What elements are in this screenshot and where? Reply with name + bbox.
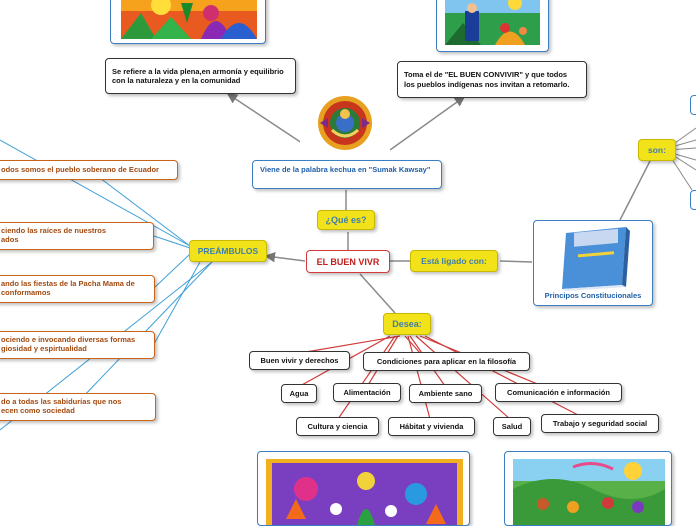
desea-item-text: Trabajo y seguridad social bbox=[552, 419, 648, 428]
preambulo-item-1-text: odos somos el pueblo soberano de Ecuador bbox=[1, 164, 159, 174]
preambulo-item-3[interactable]: ando las fiestas de la Pacha Mama de con… bbox=[0, 275, 155, 303]
preambulo-item-2-text: ciendo las raíces de nuestros ados bbox=[1, 226, 107, 244]
desea-item-text: Condiciones para aplicar en la filosofía bbox=[376, 357, 517, 366]
line-ligado-principios bbox=[499, 260, 533, 263]
toma-box[interactable]: Toma el de "EL BUEN CONVIVIR" y que todo… bbox=[397, 61, 587, 98]
preambulos-node[interactable]: PREÁMBULOS bbox=[189, 240, 267, 262]
desea-item-trabajo[interactable]: Trabajo y seguridad social bbox=[541, 414, 659, 433]
desea-item-buen-vivir[interactable]: Buen vivir y derechos bbox=[249, 351, 350, 370]
preambulos-label: PREÁMBULOS bbox=[197, 246, 259, 256]
central-topic[interactable]: EL BUEN VIVR bbox=[306, 250, 390, 273]
origen-box[interactable]: Viene de la palabra kechua en "Sumak Kaw… bbox=[252, 160, 442, 189]
que-es-node[interactable]: ¿Qué es? bbox=[317, 210, 375, 230]
preambulo-item-4[interactable]: ociendo e invocando diversas formas gios… bbox=[0, 331, 155, 359]
art-image-top-left bbox=[110, 0, 266, 44]
desea-item-text: Comunicación e información bbox=[507, 388, 610, 397]
ligado-label: Está ligado con: bbox=[421, 256, 487, 266]
line-principios-son bbox=[619, 160, 651, 221]
art-image-bottom-center bbox=[257, 451, 470, 526]
son-child-2[interactable] bbox=[690, 190, 696, 210]
constitution-book-icon bbox=[562, 227, 630, 291]
desea-node[interactable]: Desea: bbox=[383, 313, 431, 335]
desea-item-text: Agua bbox=[289, 389, 309, 398]
son-child-1[interactable] bbox=[690, 95, 696, 115]
se-refiere-text: Se refiere a la vida plena,en armonía y … bbox=[112, 66, 284, 85]
preambulo-item-5-text: do a todas las sabidurías que nos ecen c… bbox=[1, 397, 122, 415]
art-image-bottom-right bbox=[504, 451, 672, 526]
desea-item-ambiente[interactable]: Ambiente sano bbox=[409, 384, 482, 403]
desea-item-condiciones[interactable]: Condiciones para aplicar en la filosofía bbox=[363, 352, 530, 371]
desea-item-text: Buen vivir y derechos bbox=[260, 356, 339, 365]
preambulo-item-3-text: ando las fiestas de la Pacha Mama de con… bbox=[1, 279, 135, 297]
preambulo-item-1[interactable]: odos somos el pueblo soberano de Ecuador bbox=[0, 160, 178, 180]
art-image-top-right bbox=[436, 0, 549, 52]
desea-item-text: Ambiente sano bbox=[418, 389, 473, 398]
desea-item-text: Alimentación bbox=[343, 388, 391, 397]
preambulo-item-5[interactable]: do a todas las sabidurías que nos ecen c… bbox=[0, 393, 156, 421]
line-origen-toma bbox=[389, 96, 466, 151]
se-refiere-box[interactable]: Se refiere a la vida plena,en armonía y … bbox=[105, 58, 296, 94]
preambulo-item-2[interactable]: ciendo las raíces de nuestros ados bbox=[0, 222, 154, 250]
desea-item-alimentacion[interactable]: Alimentación bbox=[333, 383, 401, 402]
ligado-node[interactable]: Está ligado con: bbox=[410, 250, 498, 272]
central-topic-label: EL BUEN VIVR bbox=[316, 256, 380, 267]
line-center-desea bbox=[359, 273, 396, 314]
buen-vivir-logo bbox=[300, 90, 390, 156]
desea-label: Desea: bbox=[392, 319, 422, 329]
desea-item-text: Cultura y ciencia bbox=[307, 422, 368, 431]
son-node[interactable]: son: bbox=[638, 139, 676, 161]
desea-item-comunicacion[interactable]: Comunicación e información bbox=[495, 383, 622, 402]
desea-item-salud[interactable]: Salud bbox=[493, 417, 531, 436]
line-center-preambulos bbox=[264, 251, 306, 263]
toma-text: Toma el de "EL BUEN CONVIVIR" y que todo… bbox=[404, 70, 570, 89]
que-es-label: ¿Qué es? bbox=[325, 215, 367, 225]
origen-text: Viene de la palabra kechua en "Sumak Kaw… bbox=[260, 165, 431, 174]
desea-item-agua[interactable]: Agua bbox=[281, 384, 317, 403]
principios-box[interactable]: Principos Constitucionales bbox=[533, 220, 653, 306]
desea-item-habitat[interactable]: Hábitat y vivienda bbox=[388, 417, 475, 436]
desea-item-cultura[interactable]: Cultura y ciencia bbox=[296, 417, 379, 436]
son-label: son: bbox=[648, 145, 666, 155]
preambulo-item-4-text: ociendo e invocando diversas formas gios… bbox=[1, 335, 136, 353]
principios-label: Principos Constitucionales bbox=[544, 291, 642, 300]
desea-item-text: Hábitat y vivienda bbox=[399, 422, 464, 431]
desea-item-text: Salud bbox=[501, 422, 523, 431]
